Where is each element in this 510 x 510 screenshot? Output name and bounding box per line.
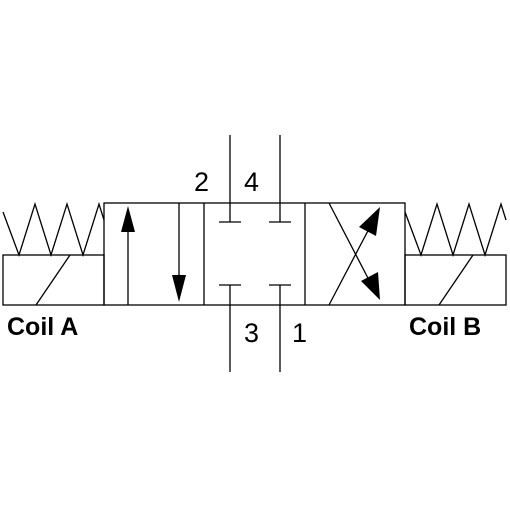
center-envelope-blocked-ports (219, 203, 291, 305)
port-label-2: 2 (194, 167, 209, 197)
cross-arrow-up-shaft (328, 224, 372, 306)
right-envelope-arrows (328, 202, 380, 306)
coil-b-box (404, 254, 507, 306)
cross-arrow-down-shaft (328, 202, 371, 283)
flow-arrow-up-head (121, 206, 135, 232)
coil-a-spring (2, 201, 105, 258)
coil-a-label: Coil A (7, 313, 78, 341)
coil-a-diagonal (35, 254, 71, 306)
left-envelope-arrows (121, 203, 186, 305)
cross-arrow-up-head (359, 207, 380, 236)
valve-body (103, 202, 406, 306)
port-lines (229, 135, 281, 372)
coil-a-solenoid (2, 201, 105, 306)
valve-outline (103, 202, 406, 306)
port-label-4: 4 (244, 167, 259, 197)
port-label-3: 3 (244, 318, 259, 348)
coil-b-spring (404, 201, 507, 258)
coil-a-box (2, 254, 105, 306)
coil-b-label: Coil B (409, 313, 481, 341)
port-label-1: 1 (292, 318, 307, 348)
coil-b-solenoid (404, 201, 507, 306)
coil-b-diagonal (438, 254, 474, 306)
cross-arrow-down-head (361, 272, 380, 300)
flow-arrow-down-head (172, 275, 186, 302)
